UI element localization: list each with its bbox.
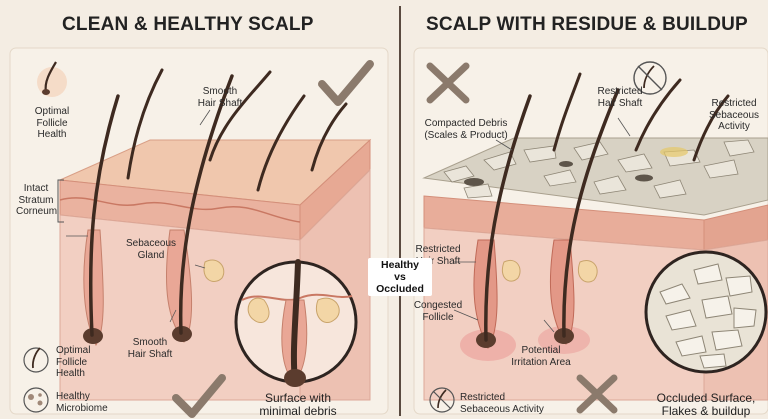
cross-icon: [576, 374, 618, 414]
follicle-icon: [37, 61, 67, 97]
label-irritation-area: Potential Irritation Area: [511, 345, 571, 368]
follicle-icon: [23, 347, 49, 373]
check-icon: [318, 60, 374, 106]
clean-scalp-panel: CLEAN & HEALTHY SCALP Optimal Follicle H…: [9, 14, 389, 418]
clean-scalp-illustration: [9, 47, 389, 418]
label-compacted-debris: Compacted Debris (Scales & Product): [424, 118, 508, 141]
right-title: SCALP WITH RESIDUE & BUILDUP: [426, 14, 748, 35]
comparison-label: Healthy vs Occluded: [368, 258, 432, 296]
residue-scalp-illustration: [413, 47, 768, 415]
label-sebaceous-gland: Sebaceous Gland: [125, 238, 177, 261]
check-icon: [172, 374, 226, 418]
label-restricted-sebaceous-bottom: Restricted Sebaceous Activity: [460, 392, 544, 415]
label-smooth-shaft-bottom: Smooth Hair Shaft: [127, 337, 173, 360]
label-restricted-sebaceous-top: Restricted Sebaceous Activity: [708, 98, 760, 132]
restricted-sebaceous-icon: [633, 61, 667, 95]
restricted-sebaceous-icon: [429, 387, 455, 413]
caption-surface-minimal-debris: Surface with minimal debris: [259, 391, 337, 418]
label-follicle-health-top: Optimal Follicle Health: [34, 106, 70, 140]
left-title: CLEAN & HEALTHY SCALP: [62, 14, 314, 35]
label-stratum-corneum: Intact Stratum Corneum: [16, 183, 58, 217]
panel-divider: [399, 6, 401, 416]
residue-scalp-panel: SCALP WITH RESIDUE & BUILDUP Compacted D…: [404, 0, 768, 419]
microbiome-icon: [23, 387, 49, 413]
label-follicle-health-bottom: Optimal Follicle Health: [56, 345, 91, 379]
caption-occluded-surface: Occluded Surface, Flakes & buildup: [656, 391, 756, 418]
label-restricted-shaft-top: Restricted Hair Shaft: [597, 86, 643, 109]
label-microbiome: Healthy Microbiome: [56, 391, 108, 414]
label-congested-follicle: Congested Follicle: [413, 300, 463, 323]
label-smooth-shaft-top: Smooth Hair Shaft: [197, 86, 243, 109]
cross-icon: [426, 62, 470, 104]
